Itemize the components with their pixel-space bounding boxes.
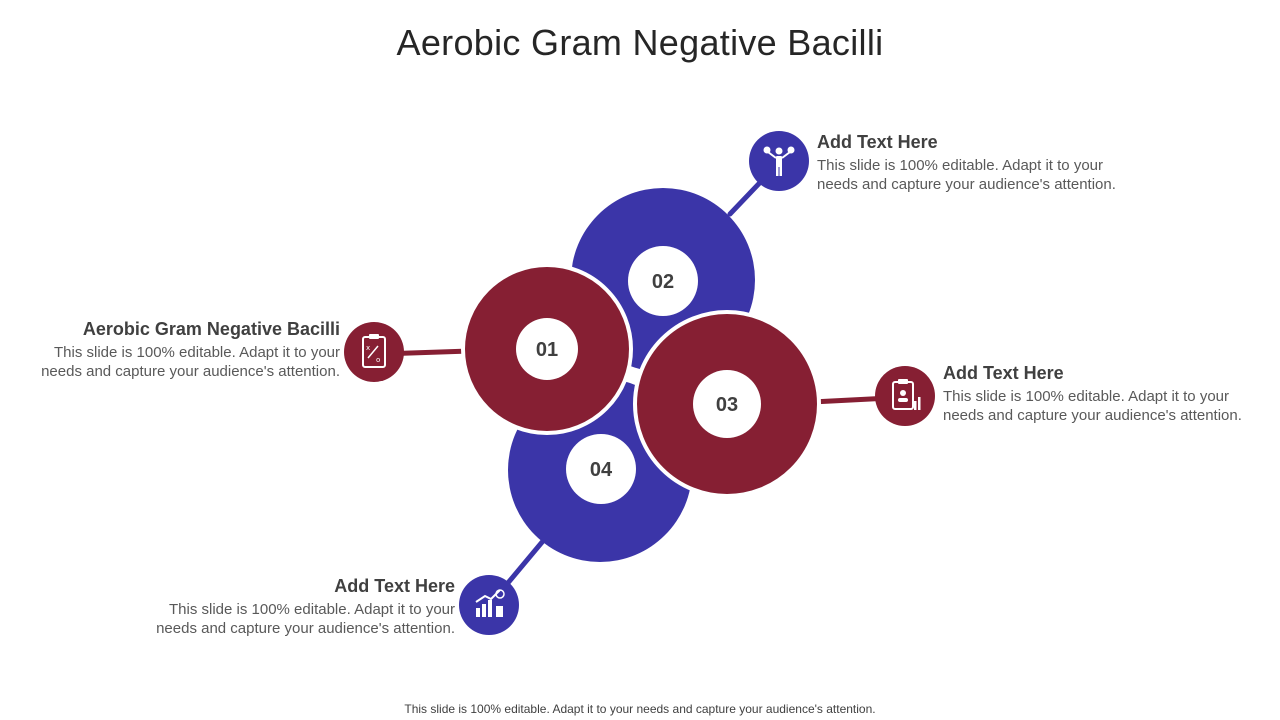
item-heading: Add Text Here — [334, 576, 455, 596]
item-description: This slide is 100% editable. Adapt it to… — [943, 388, 1242, 424]
disc-04 — [566, 434, 636, 504]
number-03: 03 — [716, 394, 738, 416]
item-heading: Add Text Here — [943, 363, 1064, 383]
text-block-01: Aerobic Gram Negative Bacilli This slide… — [20, 319, 340, 381]
disc-03 — [693, 370, 761, 438]
item-description: This slide is 100% editable. Adapt it to… — [817, 157, 1116, 193]
growth-chart-icon — [459, 575, 519, 635]
item-heading: Aerobic Gram Negative Bacilli — [82, 319, 340, 339]
number-04: 04 — [590, 459, 613, 481]
disc-02 — [628, 246, 698, 316]
item-description: This slide is 100% editable. Adapt it to… — [41, 344, 340, 380]
report-chart-icon — [875, 366, 935, 426]
svg-text:o: o — [376, 356, 380, 364]
person-juggling-icon — [749, 131, 809, 191]
number-01: 01 — [536, 339, 558, 361]
footer-note: This slide is 100% editable. Adapt it to… — [404, 702, 876, 716]
text-block-04: Add Text Here This slide is 100% editabl… — [135, 576, 455, 638]
slide-title: Aerobic Gram Negative Bacilli — [396, 22, 884, 63]
disc-01 — [516, 318, 578, 380]
svg-text:x: x — [366, 344, 370, 352]
number-02: 02 — [652, 271, 674, 293]
clipboard-strategy-icon: x o — [344, 322, 404, 382]
item-heading: Add Text Here — [817, 132, 938, 152]
text-block-02: Add Text Here This slide is 100% editabl… — [817, 132, 1157, 194]
item-description: This slide is 100% editable. Adapt it to… — [156, 601, 455, 637]
text-block-03: Add Text Here This slide is 100% editabl… — [943, 363, 1273, 425]
